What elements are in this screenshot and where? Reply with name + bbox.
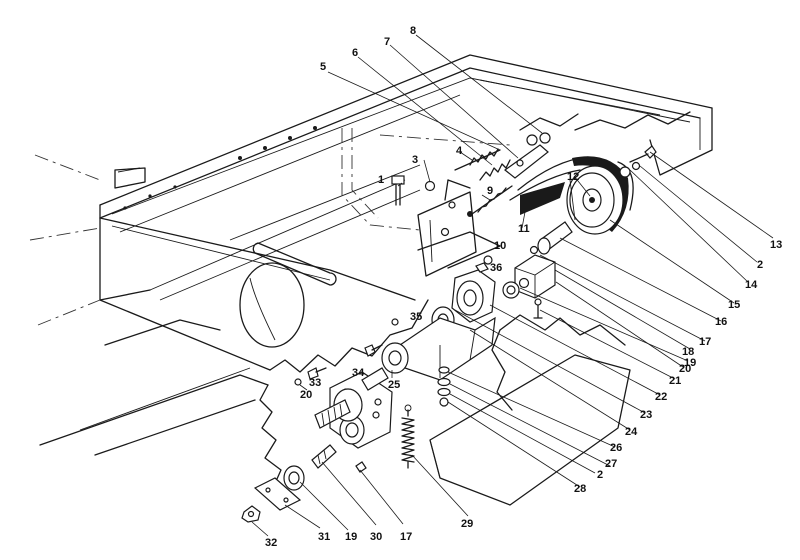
callout-9: 9 xyxy=(487,185,493,197)
washer-35 xyxy=(391,318,399,326)
deck-frame xyxy=(29,54,713,373)
callout-22: 22 xyxy=(655,391,667,403)
deck-lower-panel xyxy=(39,319,282,491)
callout-18: 18 xyxy=(682,346,694,358)
shaft-30 xyxy=(311,444,337,469)
bushing-19-lower xyxy=(283,465,305,491)
spring-4 xyxy=(454,148,501,171)
callout-34: 34 xyxy=(352,367,365,379)
washer-14 xyxy=(619,166,631,178)
callout-1: 1 xyxy=(378,174,384,186)
callout-19-b: 19 xyxy=(345,531,357,543)
callout-2: 2 xyxy=(757,259,763,271)
callout-14: 14 xyxy=(745,279,758,291)
idler-bracket xyxy=(417,179,501,277)
idler-arm-7 xyxy=(504,134,549,179)
callout-27: 27 xyxy=(605,458,617,470)
callout-16: 16 xyxy=(715,316,727,328)
callout-35: 35 xyxy=(410,311,422,323)
callout-17: 17 xyxy=(699,336,711,348)
belt-guard-pad xyxy=(429,314,631,506)
callout-21: 21 xyxy=(669,375,681,387)
spring-29 xyxy=(401,404,415,469)
washer-36 xyxy=(475,262,489,273)
bolt-13 xyxy=(629,145,657,163)
bolt-21 xyxy=(533,304,543,319)
spindle-shaft xyxy=(314,367,389,429)
nut-2-upper xyxy=(631,161,641,171)
callout-13: 13 xyxy=(770,239,782,251)
washer-26-27-28 xyxy=(437,366,451,407)
callout-28: 28 xyxy=(574,483,586,495)
callout-7: 7 xyxy=(384,36,390,48)
callout-15: 15 xyxy=(728,299,740,311)
spindle-housing-24 xyxy=(399,316,496,381)
callout-6: 6 xyxy=(352,47,358,59)
callout-29: 29 xyxy=(461,518,473,530)
callout-4: 4 xyxy=(456,145,463,157)
callout-19: 19 xyxy=(684,357,696,369)
washer-20-lower xyxy=(294,378,302,386)
callout-36: 36 xyxy=(490,262,502,274)
callout-26: 26 xyxy=(610,442,622,454)
callout-12: 12 xyxy=(567,171,579,183)
pulley-12 xyxy=(566,165,624,235)
bearing-block-18 xyxy=(514,254,556,299)
callout-10: 10 xyxy=(494,240,506,252)
leader-lines xyxy=(251,34,774,537)
nut-17-lower xyxy=(355,461,367,473)
callout-32: 32 xyxy=(265,537,277,549)
nut-17-upper xyxy=(529,245,539,255)
callout-3: 3 xyxy=(412,154,418,166)
nut-32 xyxy=(241,505,261,523)
nut-10 xyxy=(483,255,493,265)
bolt-34 xyxy=(364,344,383,357)
callout-20-b: 20 xyxy=(300,389,312,401)
callout-30: 30 xyxy=(370,531,382,543)
nut-8 xyxy=(539,132,551,144)
callout-23: 23 xyxy=(640,409,652,421)
shaft-16 xyxy=(537,221,573,255)
nut-3 xyxy=(424,180,436,192)
callout-8: 8 xyxy=(410,25,416,37)
callout-5: 5 xyxy=(320,61,326,73)
callout-labels: 1 2 2 3 4 5 6 7 8 9 10 11 12 13 14 15 16… xyxy=(265,25,782,549)
callout-2-b: 2 xyxy=(597,469,603,481)
callout-24: 24 xyxy=(625,426,638,438)
spring-9 xyxy=(471,185,513,215)
callout-11: 11 xyxy=(518,223,530,235)
callout-17-b: 17 xyxy=(400,531,412,543)
plate-31 xyxy=(253,477,302,511)
callout-33: 33 xyxy=(309,377,321,389)
bolt-1 xyxy=(391,175,405,206)
callout-25: 25 xyxy=(388,379,400,391)
bearing-25 xyxy=(381,342,409,374)
callout-31: 31 xyxy=(318,531,330,543)
spring-6 xyxy=(479,159,511,181)
pulley-housing-22 xyxy=(451,269,496,323)
callout-20: 20 xyxy=(679,363,691,375)
bolt-33 xyxy=(307,367,327,380)
